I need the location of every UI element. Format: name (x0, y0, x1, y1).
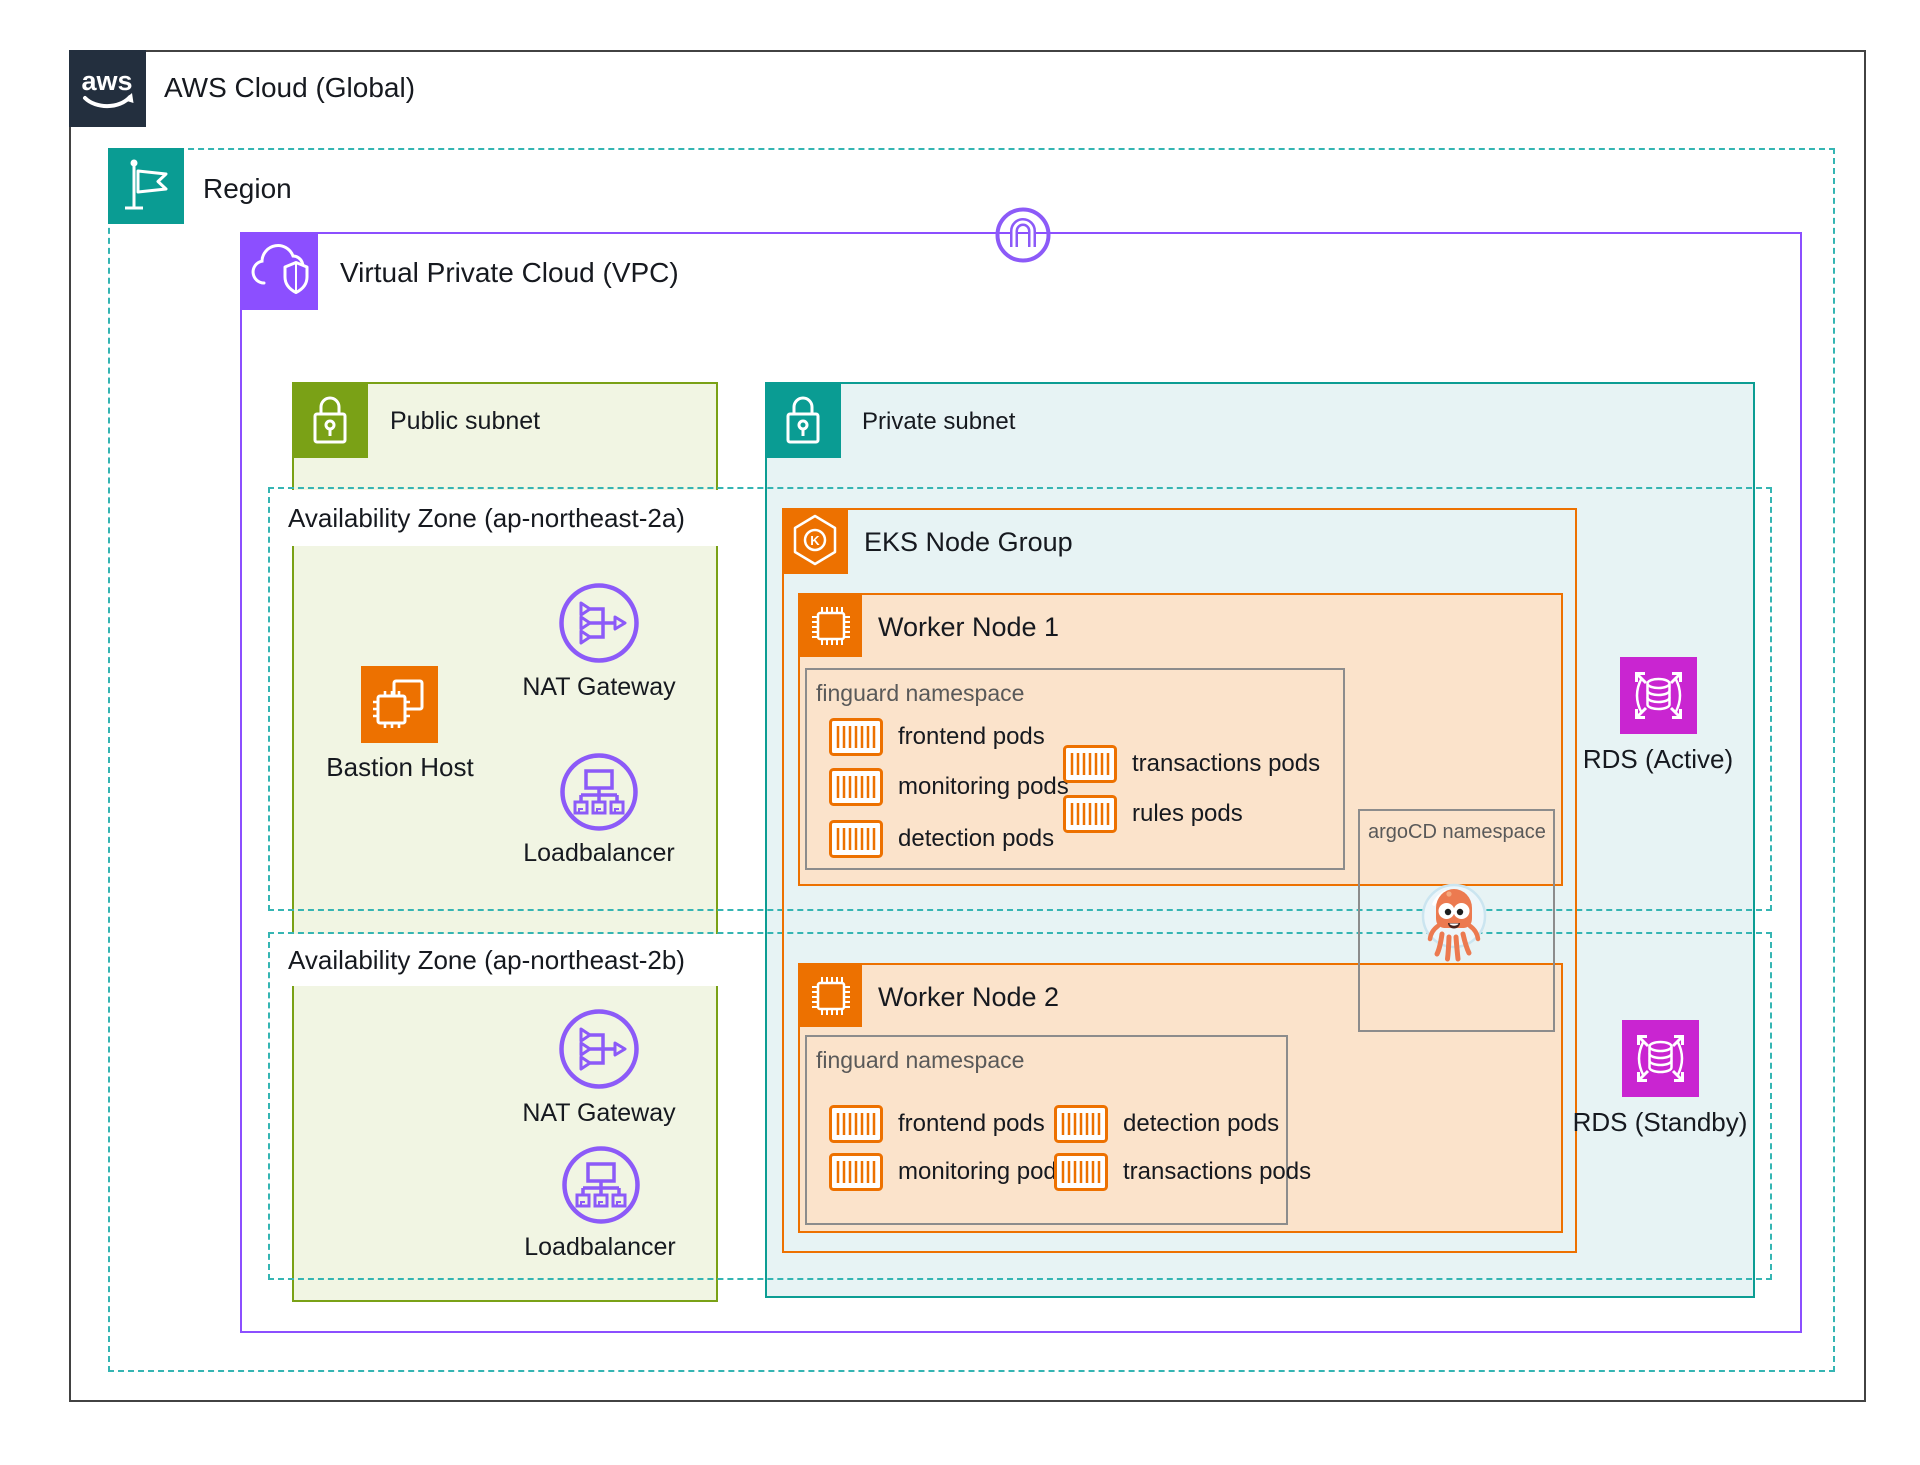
az-a-label: Availability Zone (ap-northeast-2a) (288, 503, 685, 533)
flag-icon (125, 159, 168, 210)
finguard-namespace-2 (805, 1035, 1288, 1225)
rds-active-icon (1620, 657, 1697, 734)
pod-label: detection pods (898, 825, 1055, 852)
eks-node-group-container (782, 508, 1577, 1253)
cloud-title: AWS Cloud (Global) (164, 72, 416, 103)
ec2-instances-icon (373, 679, 424, 728)
nat-gateway-label: NAT Gateway (522, 673, 676, 701)
pod-icon (829, 820, 883, 858)
az-b-label-patch: Availability Zone (ap-northeast-2b) (281, 934, 749, 986)
rds-multi-az-icon (1637, 1035, 1684, 1082)
rds-standby-icon (1622, 1020, 1699, 1097)
pod-row: frontend pods (829, 718, 1045, 756)
az-b-label: Availability Zone (ap-northeast-2b) (288, 945, 685, 975)
private-subnet-label: Private subnet (862, 408, 1016, 435)
argocd-namespace-label: argoCD namespace (1368, 821, 1546, 843)
pod-label: monitoring pods (898, 1158, 1069, 1185)
nat-gateway-icon (558, 1008, 640, 1090)
loadbalancer-label: Loadbalancer (523, 839, 675, 867)
pod-row: transactions pods (1054, 1153, 1311, 1191)
pod-icon (1063, 745, 1117, 783)
pod-row: detection pods (1054, 1105, 1279, 1143)
aws-logo-icon: aws (81, 66, 134, 109)
lock-icon (786, 396, 820, 444)
internet-gateway-icon (994, 206, 1052, 264)
pod-icon (829, 1153, 883, 1191)
pod-icon (829, 718, 883, 756)
public-subnet-icon-badge (292, 382, 368, 458)
region-container (108, 148, 1835, 1372)
argocd-octopus-icon (1408, 864, 1500, 978)
rds-standby-label: RDS (Standby) (1572, 1107, 1748, 1137)
worker-node-1-icon-badge (800, 595, 862, 657)
region-label: Region (203, 173, 292, 204)
pod-row: rules pods (1063, 795, 1243, 833)
pod-row: detection pods (829, 820, 1054, 858)
rds-multi-az-icon (1635, 672, 1682, 719)
aws-logo: aws (69, 50, 146, 127)
az-a-container (268, 487, 1772, 911)
loadbalancer-icon (561, 1145, 641, 1225)
svg-text:aws: aws (81, 66, 132, 96)
loadbalancer-label: Loadbalancer (524, 1233, 676, 1261)
vpc-label: Virtual Private Cloud (VPC) (340, 257, 679, 288)
chip-icon (812, 607, 850, 645)
finguard-namespace-1 (805, 668, 1345, 870)
pod-label: frontend pods (898, 1110, 1045, 1137)
pod-label: transactions pods (1132, 750, 1321, 777)
az-a-label-patch: Availability Zone (ap-northeast-2a) (281, 490, 743, 546)
namespace-label: finguard namespace (816, 1047, 1025, 1073)
worker-node-2-label: Worker Node 2 (878, 982, 1060, 1012)
az-b-container (268, 932, 1772, 1280)
cloud-shield-icon (251, 244, 309, 294)
svg-text:K: K (810, 533, 820, 548)
pod-icon (829, 768, 883, 806)
worker-node-2-container (798, 963, 1563, 1233)
pod-label: frontend pods (898, 723, 1045, 750)
namespace-label: finguard namespace (816, 680, 1025, 706)
worker-node-1-label: Worker Node 1 (878, 612, 1060, 642)
argocd-namespace-box (1358, 809, 1555, 1032)
pod-icon (829, 1105, 883, 1143)
bastion-host-icon (361, 666, 438, 743)
vpc-container (240, 232, 1802, 1333)
pod-label: transactions pods (1123, 1158, 1312, 1185)
loadbalancer-icon (559, 752, 639, 832)
pod-row: frontend pods (829, 1105, 1045, 1143)
pod-row: monitoring pods (829, 768, 1069, 806)
rds-active-label: RDS (Active) (1582, 744, 1734, 774)
nat-gateway-icon (558, 582, 640, 664)
nat-gateway-label: NAT Gateway (522, 1099, 676, 1127)
worker-node-2-icon-badge (800, 965, 862, 1027)
pod-icon (1063, 795, 1117, 833)
bastion-host-label: Bastion Host (326, 752, 474, 782)
eks-icon-badge: K (782, 508, 848, 574)
unlock-icon (313, 396, 347, 444)
eks-label: EKS Node Group (864, 527, 1073, 557)
vpc-icon-badge (240, 232, 318, 310)
pod-icon (1054, 1105, 1108, 1143)
pod-row: monitoring pods (829, 1153, 1069, 1191)
private-subnet-icon-badge (765, 382, 841, 458)
public-subnet-label: Public subnet (390, 407, 541, 435)
pod-row: transactions pods (1063, 745, 1320, 783)
worker-node-1-container (798, 593, 1563, 886)
pod-label: monitoring pods (898, 773, 1069, 800)
region-icon-badge (108, 148, 184, 224)
eks-icon: K (793, 514, 837, 566)
pod-label: rules pods (1132, 800, 1243, 827)
pod-icon (1054, 1153, 1108, 1191)
pod-label: detection pods (1123, 1110, 1280, 1137)
chip-icon (812, 977, 850, 1015)
